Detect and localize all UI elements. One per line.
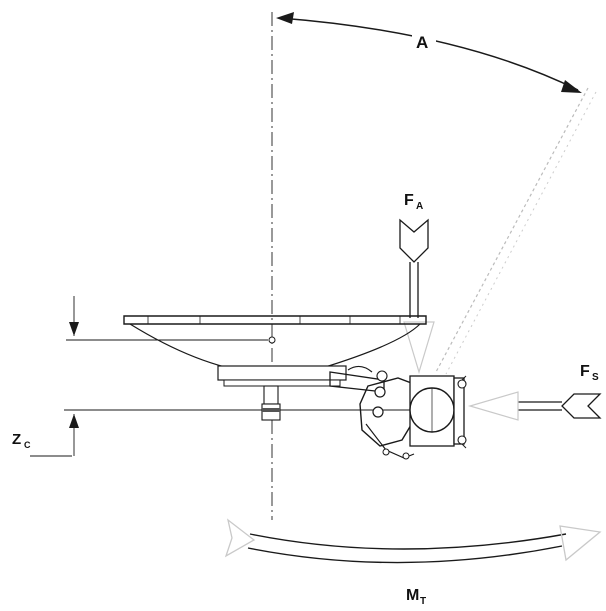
dish-rim — [123, 315, 427, 325]
flange-bolt-top-icon — [457, 379, 467, 389]
axial-force-shaft — [409, 262, 419, 318]
torque-arc-upper — [249, 533, 567, 550]
top-dimension-arrowhead — [69, 322, 79, 336]
flange-bolt-bottom-icon — [457, 435, 467, 445]
torque-arc-lower — [247, 545, 563, 564]
side-force-tip-icon — [467, 391, 519, 421]
arm-bolt-icon — [376, 370, 388, 382]
offset-label: Z — [12, 431, 21, 448]
inclined-axis-edge — [445, 91, 597, 375]
arm-hook — [347, 365, 373, 373]
side-force-label: F — [580, 363, 590, 380]
mast-post — [263, 385, 279, 405]
axial-force-subscript: A — [416, 201, 423, 212]
angle-arrowhead-right — [561, 80, 582, 93]
angle-label: A — [416, 33, 428, 52]
mast-post-foot-line — [262, 408, 280, 412]
offset-subscript: C — [24, 440, 31, 450]
center-of-gravity-icon — [268, 336, 276, 344]
side-force-shaft — [518, 401, 562, 411]
flange-stud-bottom — [461, 443, 467, 449]
torque-subscript: T — [420, 596, 426, 607]
axial-force-label: F — [404, 192, 414, 209]
offset-dimension-arrowhead — [69, 414, 79, 428]
side-force-subscript: S — [592, 372, 599, 383]
angle-arc — [279, 17, 579, 91]
torque-left-tail-icon — [224, 518, 256, 558]
flange-stud-top — [461, 375, 467, 381]
dish-rim-ticks — [147, 316, 401, 324]
clamp-body — [359, 377, 415, 447]
torque-arrowhead-icon — [559, 525, 602, 562]
inclined-axis — [435, 87, 589, 373]
torque-label: M — [406, 587, 419, 604]
angle-arrowhead-left — [276, 12, 294, 24]
clamp-bolt-top-icon — [374, 386, 386, 398]
mount-plate-lower — [223, 379, 341, 387]
side-force-tail-icon — [561, 393, 602, 419]
axial-force-arrow-icon — [399, 218, 429, 263]
pipe-flange — [453, 377, 465, 445]
jaw-bolt-right-icon — [402, 452, 410, 460]
axial-force-tip-icon — [403, 321, 435, 375]
jaw-bolt-left-icon — [382, 448, 390, 456]
mount-plate — [217, 365, 347, 381]
clamp-bolt-mid-icon — [372, 406, 384, 418]
